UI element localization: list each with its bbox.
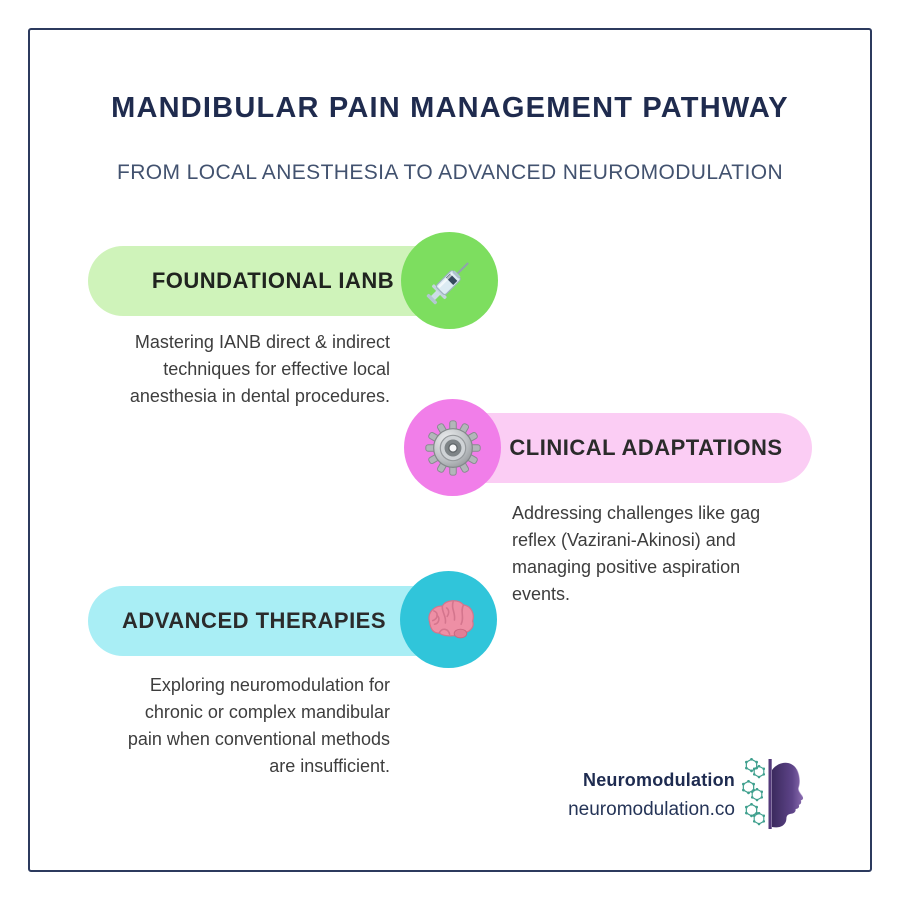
step-description-advanced-therapies: Exploring neuromodulation for chronic or… [127,675,390,776]
page-border [28,28,872,872]
step-description-clinical-adaptations: Addressing challenges like gag reflex (V… [512,503,761,604]
brain-icon [420,591,478,649]
page-title: MANDIBULAR PAIN MANAGEMENT PATHWAY [111,92,789,124]
syringe-icon [422,253,478,309]
page-subtitle: FROM LOCAL ANESTHESIA TO ADVANCED NEUROM… [116,161,784,184]
brand-block: Neuromodulation neuromodulation.co [568,770,735,821]
neuromodulation-head-logo [739,756,807,832]
gear-icon [424,419,482,477]
step-pill-clinical-adaptations: CLINICAL ADAPTATIONS [452,413,812,483]
step-pill-foundational-ianb: FOUNDATIONAL IANB [88,246,458,316]
step-pill-advanced-therapies: ADVANCED THERAPIES [88,586,458,656]
brand-name: Neuromodulation [583,770,735,790]
step-badge-clinical-adaptations [404,399,501,496]
step-badge-advanced-therapies [400,571,497,668]
step-badge-foundational-ianb [401,232,498,329]
step-description-foundational-ianb: Mastering IANB direct & indirect techniq… [129,332,390,406]
brand-website: neuromodulation.co [568,799,735,820]
